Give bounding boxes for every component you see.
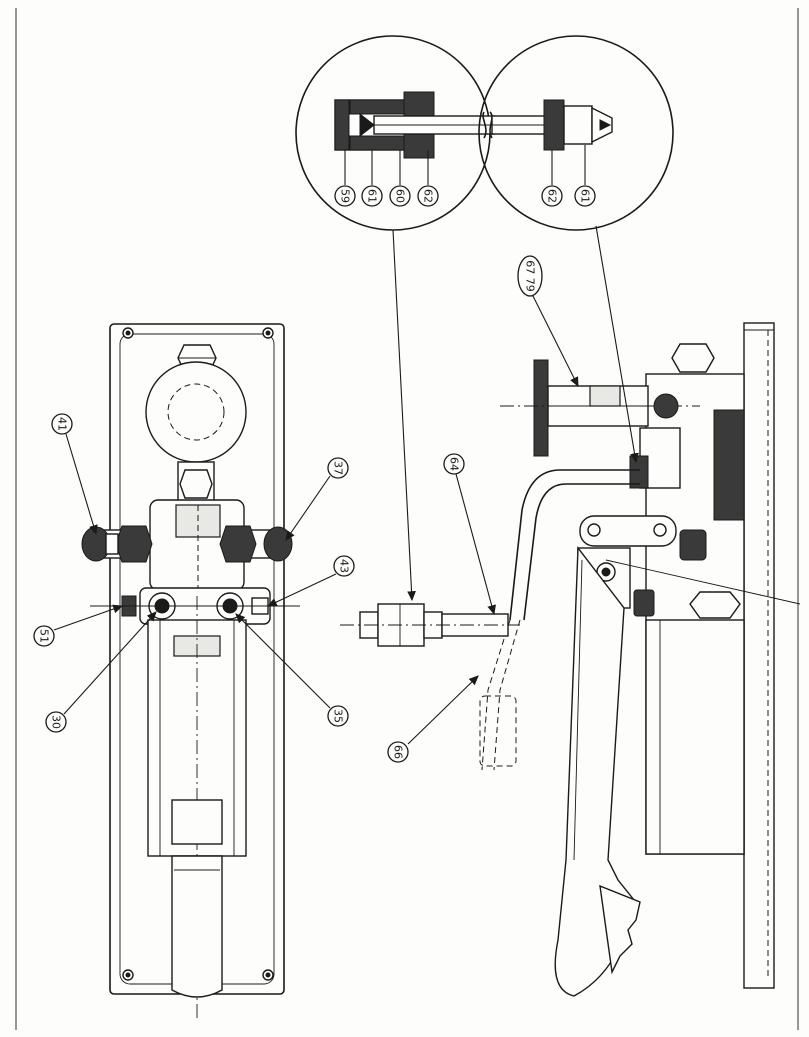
callout-62a: 62: [417, 185, 439, 207]
callout-61a: 61: [361, 185, 383, 207]
callout-51: 51: [33, 625, 55, 647]
pump-side-view: [340, 322, 801, 997]
callout-62b: 62: [541, 185, 563, 207]
callouts: 59 61 60 62 62 61 67 79 64: [33, 185, 596, 763]
callout-64: 64: [443, 453, 465, 475]
callout-59-label: 59: [339, 189, 352, 203]
callout-30-label: 30: [50, 715, 63, 729]
callout-62b-label: 62: [546, 189, 559, 203]
callout-62a-label: 62: [422, 189, 435, 203]
callout-67-79: 67 79: [517, 255, 543, 297]
callout-51-label: 51: [38, 629, 51, 643]
callout-60-label: 60: [394, 189, 407, 203]
callout-67-79-label: 67 79: [524, 260, 537, 292]
detail-arrows: [392, 225, 639, 602]
callout-43: 43: [333, 555, 355, 577]
callout-66: 66: [387, 741, 409, 763]
callout-37-label: 37: [332, 461, 345, 475]
callout-30: 30: [45, 711, 67, 733]
callout-35-label: 35: [332, 709, 345, 723]
callout-37: 37: [327, 457, 349, 479]
callout-43-label: 43: [338, 559, 351, 573]
callout-41: 41: [51, 413, 73, 435]
callout-41-label: 41: [56, 417, 69, 431]
callout-61a-label: 61: [366, 189, 379, 203]
callout-61b-label: 61: [579, 189, 592, 203]
callout-59: 59: [334, 185, 356, 207]
callout-60: 60: [389, 185, 411, 207]
detail-view-right: [478, 35, 674, 231]
callout-35: 35: [327, 705, 349, 727]
callout-66-label: 66: [392, 745, 405, 759]
callout-61b: 61: [574, 185, 596, 207]
page-frame: [15, 8, 799, 1030]
callout-64-label: 64: [448, 457, 461, 471]
pump-top-view: [81, 323, 300, 1020]
callout-leaders: [53, 289, 579, 745]
detail-view-left: [295, 35, 495, 231]
